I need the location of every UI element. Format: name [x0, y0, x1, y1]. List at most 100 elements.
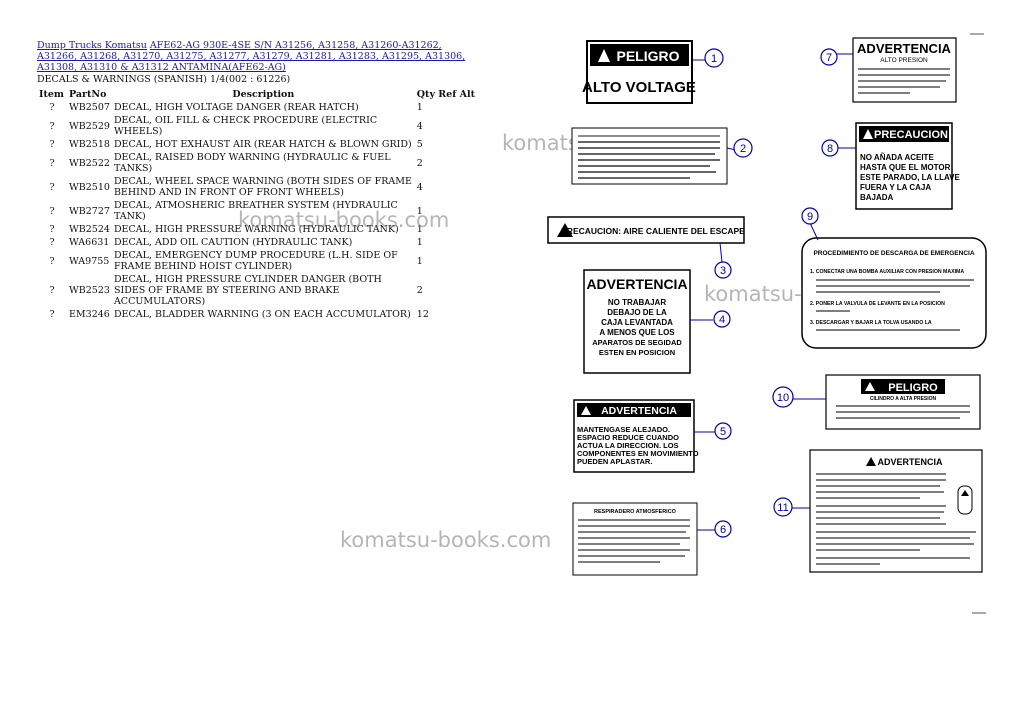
- col-ref: Ref: [438, 89, 457, 100]
- partno-cell: WB2510: [69, 181, 110, 193]
- callout-9: 9: [801, 207, 819, 225]
- description-cell: DECAL, BLADDER WARNING (3 ON EACH ACCUMU…: [113, 309, 411, 320]
- decal-1-high-voltage: PELIGRO ALTO VOLTAGE: [582, 40, 696, 104]
- qty-cell: 1: [416, 237, 423, 248]
- decal-3-text: PRECAUCION: AIRE CALIENTE DEL ESCAPE: [561, 226, 745, 236]
- decal-5-line: ACTUA LA DIRECCION. LOS: [577, 441, 679, 450]
- item-cell: ?: [49, 139, 55, 150]
- qty-cell: 1: [416, 255, 423, 267]
- callout-number: 4: [719, 314, 725, 326]
- decal-5-line: ESPACIO REDUCE CUANDO: [577, 433, 679, 442]
- callout-number: 10: [777, 392, 789, 404]
- partno-cell: WB2727: [69, 205, 110, 217]
- item-cell: ?: [49, 224, 55, 235]
- decal-10-high-pressure-cylinder: PELIGRO CILINDRO A ALTA PRESION: [825, 374, 981, 430]
- decal-8-line: NO AÑADA ACEITE: [860, 153, 934, 162]
- item-cell: ?: [49, 181, 55, 193]
- description-cell: DECAL, HIGH PRESSURE CYLINDER DANGER (BO…: [113, 274, 382, 307]
- callout-number: 5: [720, 426, 726, 438]
- callout-number: 9: [807, 211, 813, 223]
- decal-5-line: COMPONENTES EN MOVIMIENTO: [577, 449, 699, 458]
- qty-cell: 2: [416, 285, 423, 296]
- col-description: Description: [232, 89, 295, 100]
- decal-4-raised-body: ADVERTENCIA NO TRABAJAR DEBAJO DE LA CAJ…: [583, 269, 691, 374]
- decal-11-bladder-warning: ADVERTENCIA: [809, 449, 983, 573]
- item-cell: ?: [49, 120, 55, 132]
- decal-1-body: ALTO VOLTAGE: [582, 79, 696, 96]
- callout-number: 11: [777, 502, 788, 514]
- decal-8-line: ESTE PARADO, LA LLAVE: [860, 173, 961, 182]
- decal-6-title: RESPIRADERO ATMOSFERICO: [594, 509, 677, 515]
- callout-6: 6: [714, 520, 732, 538]
- callout-number: 1: [711, 53, 717, 65]
- partno-cell: WB2523: [69, 285, 110, 296]
- decal-7-high-pressure: ADVERTENCIA ALTO PRESION: [852, 37, 957, 103]
- callout-1: 1: [704, 48, 724, 68]
- callout-5: 5: [714, 422, 732, 440]
- partno-cell: WB2524: [69, 224, 110, 235]
- callout-7: 7: [820, 48, 838, 66]
- breadcrumb-link-dump-trucks[interactable]: Dump Trucks Komatsu: [37, 40, 147, 51]
- qty-cell: 1: [416, 102, 423, 113]
- page-subtitle: DECALS & WARNINGS (SPANISH) 1/4(002 : 61…: [37, 74, 291, 85]
- description-cell: DECAL, EMERGENCY DUMP PROCEDURE (L.H. SI…: [113, 250, 398, 272]
- description-cell: DECAL, ATMOSHERIC BREATHER SYSTEM (HYDRA…: [113, 200, 398, 222]
- decal-10-sub: CILINDRO A ALTA PRESION: [870, 396, 937, 402]
- callout-4: 4: [713, 310, 731, 328]
- parts-table: Item PartNo Description Qty Ref Alt ?WB2…: [37, 88, 477, 321]
- item-cell: ?: [49, 157, 55, 169]
- description-cell: DECAL, RAISED BODY WARNING (HYDRAULIC & …: [113, 152, 391, 174]
- decal-4-line: NO TRABAJAR: [608, 298, 666, 307]
- callout-3: 3: [714, 261, 732, 279]
- decal-9-step: 2. PONER LA VALVULA DE LEVANTE EN LA POS…: [810, 301, 945, 307]
- decal-7-sub: ALTO PRESION: [880, 57, 928, 64]
- parts-panel: Dump Trucks Komatsu AFE62-AG 930E-4SE S/…: [37, 40, 477, 321]
- decal-4-line: DEBAJO DE LA: [607, 308, 667, 317]
- callout-10: 10: [772, 386, 794, 408]
- qty-cell: 2: [416, 157, 423, 169]
- breadcrumb-link-model[interactable]: AFE62-AG 930E-4SE S/N A31256, A31258, A3…: [37, 40, 466, 73]
- item-cell: ?: [49, 102, 55, 113]
- partno-cell: WB2507: [69, 102, 110, 113]
- decal-5-wheel-space: ADVERTENCIA MANTENGASE ALEJADO. ESPACIO …: [573, 399, 699, 473]
- decals-figure: PELIGRO ALTO VOLTAGE PRECAUCION: AIRE CA…: [547, 33, 987, 614]
- description-cell: DECAL, ADD OIL CAUTION (HYDRAULIC TANK): [113, 237, 353, 248]
- callout-group: 1 2 3 4 5 6 7 8 9 10 11: [704, 48, 839, 538]
- qty-cell: 4: [416, 120, 423, 132]
- col-alt: Alt: [459, 89, 475, 100]
- description-cell: DECAL, HOT EXHAUST AIR (REAR HATCH & BLO…: [113, 139, 412, 150]
- callout-number: 8: [827, 143, 833, 155]
- decal-8-add-oil-caution: PRECAUCION NO AÑADA ACEITE HASTA QUE EL …: [855, 122, 961, 210]
- leader-lines: [690, 53, 856, 531]
- decal-8-line: HASTA QUE EL MOTOR: [860, 163, 951, 172]
- col-qty-ref-alt: Qty Ref Alt: [415, 88, 477, 101]
- decal-11-title: ADVERTENCIA: [877, 457, 943, 467]
- description-cell: DECAL, HIGH PRESSURE WARNING (HYDRAULIC …: [113, 224, 399, 235]
- partno-cell: WA9755: [69, 255, 110, 267]
- col-qty: Qty: [416, 89, 435, 100]
- partno-cell: EM3246: [69, 309, 110, 320]
- decal-6-atmospheric-breather: RESPIRADERO ATMOSFERICO: [572, 502, 698, 576]
- decal-9-emergency-dump: PROCEDIMIENTO DE DESCARGA DE EMERGENCIA …: [801, 237, 987, 349]
- decal-5-title: ADVERTENCIA: [601, 405, 677, 417]
- callout-number: 3: [720, 265, 726, 277]
- callout-number: 6: [720, 524, 726, 536]
- item-cell: ?: [49, 285, 55, 296]
- qty-cell: 12: [416, 309, 429, 320]
- callout-2: 2: [733, 138, 753, 158]
- decal-7-title: ADVERTENCIA: [857, 41, 952, 56]
- decal-1-title: PELIGRO: [616, 48, 679, 64]
- col-partno: PartNo: [69, 89, 107, 100]
- decal-10-title: PELIGRO: [888, 382, 938, 394]
- description-cell: DECAL, HIGH VOLTAGE DANGER (REAR HATCH): [113, 102, 359, 113]
